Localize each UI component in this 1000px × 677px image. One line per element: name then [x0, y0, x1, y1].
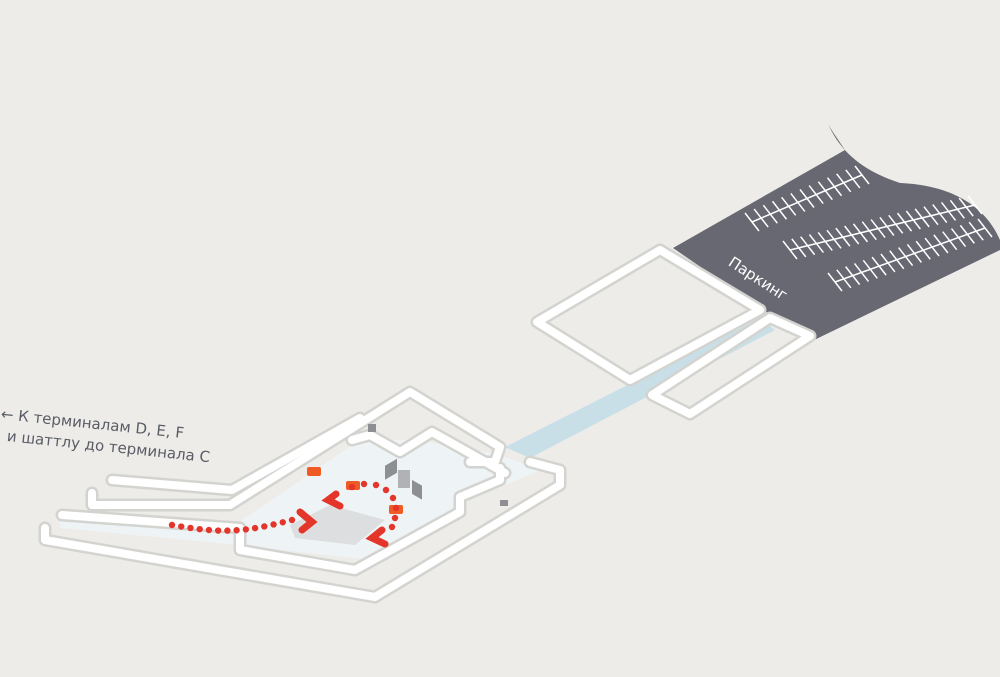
- route-dot: [288, 516, 296, 524]
- route-dot: [214, 527, 222, 534]
- route-dot: [279, 519, 286, 526]
- parking-space: [854, 165, 870, 185]
- parking-space: [781, 196, 797, 216]
- parking-space: [879, 216, 895, 236]
- route-dot: [389, 494, 397, 502]
- parking-space: [915, 240, 931, 260]
- elevator-icon: [398, 470, 410, 488]
- route-dot: [224, 527, 231, 534]
- parking-space: [827, 272, 843, 292]
- parking-space: [897, 247, 914, 267]
- parking-space: [835, 227, 851, 247]
- parking-space: [845, 169, 861, 189]
- parking-space: [905, 210, 921, 230]
- parking-space: [977, 218, 993, 238]
- parking-space: [790, 192, 806, 212]
- parking-space: [940, 201, 957, 221]
- parking-space: [906, 243, 923, 263]
- route-dot: [270, 521, 277, 528]
- security-area: [290, 505, 385, 545]
- parking-space: [817, 231, 833, 251]
- route-dot: [251, 524, 259, 532]
- parking-space: [932, 204, 948, 224]
- parking-area[interactable]: [673, 124, 1000, 342]
- route-dot: [168, 521, 176, 529]
- parking-space: [870, 219, 886, 239]
- route-dot: [233, 527, 240, 534]
- parking-space: [836, 269, 852, 289]
- parking-space: [862, 259, 878, 279]
- parking-space: [949, 199, 965, 219]
- parking-space: [888, 214, 904, 234]
- escalator-icon: [368, 424, 508, 506]
- parking-space: [836, 173, 852, 193]
- parking-space: [959, 224, 975, 244]
- parking-space: [914, 208, 930, 228]
- parking-space: [826, 229, 842, 249]
- route-dot: [242, 526, 250, 533]
- route-dot: [372, 481, 380, 489]
- parking-space: [923, 206, 939, 226]
- route-arrow-icon: [296, 490, 389, 548]
- route-dot: [348, 483, 356, 491]
- parking-space: [968, 221, 984, 241]
- parking-space: [958, 197, 974, 217]
- parking-row: [834, 227, 986, 283]
- parking-space: [861, 221, 877, 241]
- parking-space: [845, 266, 861, 286]
- parking-space: [771, 200, 788, 220]
- route-dot: [392, 504, 400, 512]
- parking-space: [896, 212, 913, 232]
- parking-space: [950, 228, 967, 247]
- route-dot: [360, 480, 368, 488]
- parking-space: [808, 185, 824, 205]
- route-dot: [205, 526, 213, 534]
- parking-space: [871, 256, 887, 276]
- route-dot: [382, 486, 390, 494]
- parking-space: [808, 234, 825, 254]
- parking-space: [889, 250, 905, 270]
- route-dot: [261, 523, 268, 530]
- parking-space: [942, 231, 958, 251]
- parking-space: [967, 195, 983, 215]
- parking-space: [744, 212, 760, 232]
- parking-stripes: [744, 165, 993, 292]
- parking-space: [753, 208, 769, 228]
- parking-space: [826, 177, 843, 197]
- route-dot: [388, 523, 396, 531]
- route-path: [168, 480, 400, 534]
- route-dot: [391, 514, 399, 522]
- parking-space: [782, 240, 798, 260]
- parking-space: [924, 237, 940, 257]
- route-dot: [178, 523, 185, 530]
- parking-space: [800, 236, 816, 256]
- route-dot: [196, 525, 203, 533]
- parking-space: [853, 263, 870, 282]
- parking-space: [817, 181, 833, 201]
- parking-row: [789, 204, 976, 251]
- parking-space: [852, 223, 869, 243]
- route-dot: [187, 524, 194, 532]
- parking-space: [880, 253, 896, 273]
- parking-space: [799, 189, 815, 208]
- parking-space: [762, 204, 778, 224]
- parking-space: [933, 234, 949, 254]
- parking-space: [844, 225, 860, 245]
- parking-space: [791, 238, 807, 258]
